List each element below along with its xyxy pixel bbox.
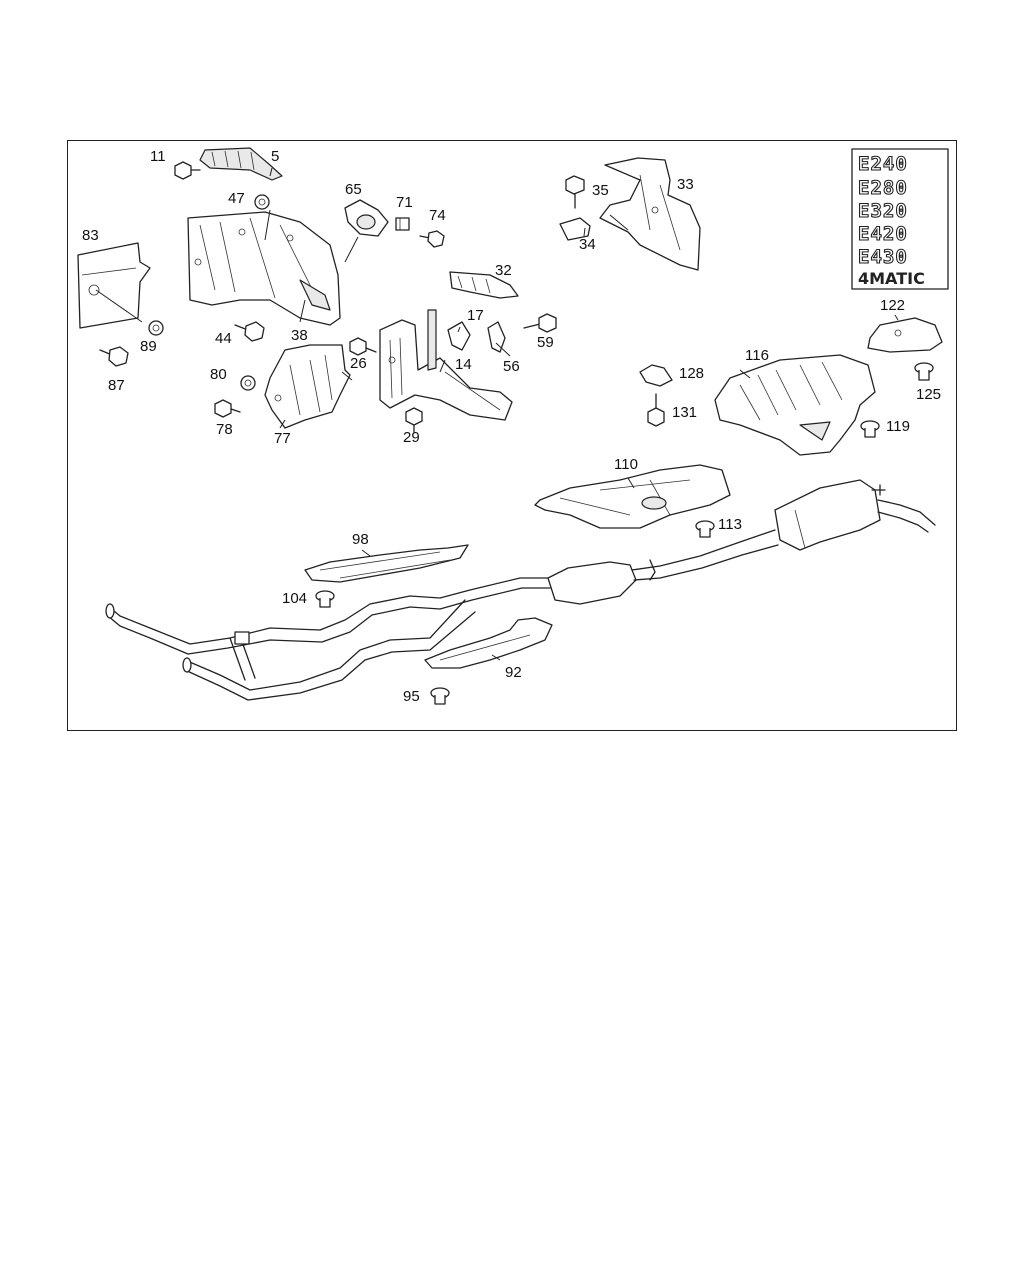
part-113-grommet xyxy=(695,520,715,538)
part-38-heat-shield xyxy=(187,211,341,326)
label-92: 92 xyxy=(505,664,522,681)
part-26-bolt xyxy=(349,337,377,356)
label-59: 59 xyxy=(537,334,554,351)
label-65: 65 xyxy=(345,181,362,198)
part-17-clip xyxy=(447,321,471,351)
part-131-screw xyxy=(647,393,665,427)
part-80-nut xyxy=(240,375,256,391)
label-34: 34 xyxy=(579,236,596,253)
label-35: 35 xyxy=(592,182,609,199)
label-74: 74 xyxy=(429,207,446,224)
label-122: 122 xyxy=(880,297,905,314)
label-119: 119 xyxy=(886,418,910,435)
label-125: 125 xyxy=(916,386,941,403)
part-29-bolt xyxy=(405,407,423,433)
part-89-nut xyxy=(148,320,164,336)
part-34-clip xyxy=(559,217,591,241)
part-110-heat-shield xyxy=(534,464,731,529)
label-32: 32 xyxy=(495,262,512,279)
label-71: 71 xyxy=(396,194,413,211)
part-35-bolt xyxy=(565,175,585,209)
part-83-plate xyxy=(77,242,151,329)
part-125-grommet xyxy=(914,362,934,381)
part-122-cover xyxy=(867,317,943,353)
leader-lines xyxy=(95,167,899,661)
label-33: 33 xyxy=(677,176,694,193)
label-5: 5 xyxy=(271,148,279,165)
label-113: 113 xyxy=(718,516,742,533)
part-128-clip xyxy=(639,364,673,387)
label-47: 47 xyxy=(228,190,245,207)
part-95-grommet xyxy=(430,687,450,705)
part-33-bracket xyxy=(599,157,701,271)
model-variant-box: E240 E280 E320 E420 E430 4MATIC xyxy=(851,148,949,290)
label-38: 38 xyxy=(291,327,308,344)
part-98-heat-shield xyxy=(304,544,469,583)
label-29: 29 xyxy=(403,429,420,446)
label-87: 87 xyxy=(108,377,125,394)
part-78-bolt xyxy=(214,399,241,418)
part-77-shield xyxy=(264,344,351,429)
label-11: 11 xyxy=(150,148,166,165)
variant-e320: E320 xyxy=(858,200,908,222)
part-32-bracket xyxy=(449,271,519,299)
label-78: 78 xyxy=(216,421,233,438)
variant-4matic: 4MATIC xyxy=(858,269,925,288)
part-116-heat-shield xyxy=(714,354,876,456)
label-116: 116 xyxy=(745,347,769,364)
part-71-clip xyxy=(395,217,410,231)
label-77: 77 xyxy=(274,430,291,447)
part-59-bolt xyxy=(523,313,557,333)
part-14-bracket xyxy=(379,309,513,421)
label-131: 131 xyxy=(672,404,697,421)
label-14: 14 xyxy=(455,356,472,373)
variant-e280: E280 xyxy=(858,177,908,199)
label-80: 80 xyxy=(210,366,227,383)
part-56-clip xyxy=(487,321,506,353)
label-95: 95 xyxy=(403,688,420,705)
part-65-bracket xyxy=(344,199,389,237)
part-92-heat-shield xyxy=(424,617,553,669)
part-87-bolt xyxy=(99,346,129,367)
label-89: 89 xyxy=(140,338,157,355)
part-104-grommet xyxy=(315,590,335,608)
variant-e240: E240 xyxy=(858,153,908,175)
exhaust-system xyxy=(105,479,936,701)
label-104: 104 xyxy=(282,590,307,607)
label-110: 110 xyxy=(614,456,638,473)
label-98: 98 xyxy=(352,531,369,548)
label-56: 56 xyxy=(503,358,520,375)
label-128: 128 xyxy=(679,365,704,382)
part-11-bolt xyxy=(174,161,201,180)
part-47-nut xyxy=(254,194,270,210)
variant-e420: E420 xyxy=(858,223,908,245)
part-labels: 5 11 47 65 71 74 35 33 34 83 32 17 59 89… xyxy=(82,148,941,705)
label-83: 83 xyxy=(82,227,99,244)
variant-e430: E430 xyxy=(858,246,908,268)
part-44-bolt xyxy=(234,321,265,342)
part-5-bracket xyxy=(199,147,283,181)
label-26: 26 xyxy=(350,355,367,372)
part-74-bolt xyxy=(419,230,445,248)
part-119-grommet xyxy=(860,420,880,438)
label-44: 44 xyxy=(215,330,232,347)
label-17: 17 xyxy=(467,307,484,324)
